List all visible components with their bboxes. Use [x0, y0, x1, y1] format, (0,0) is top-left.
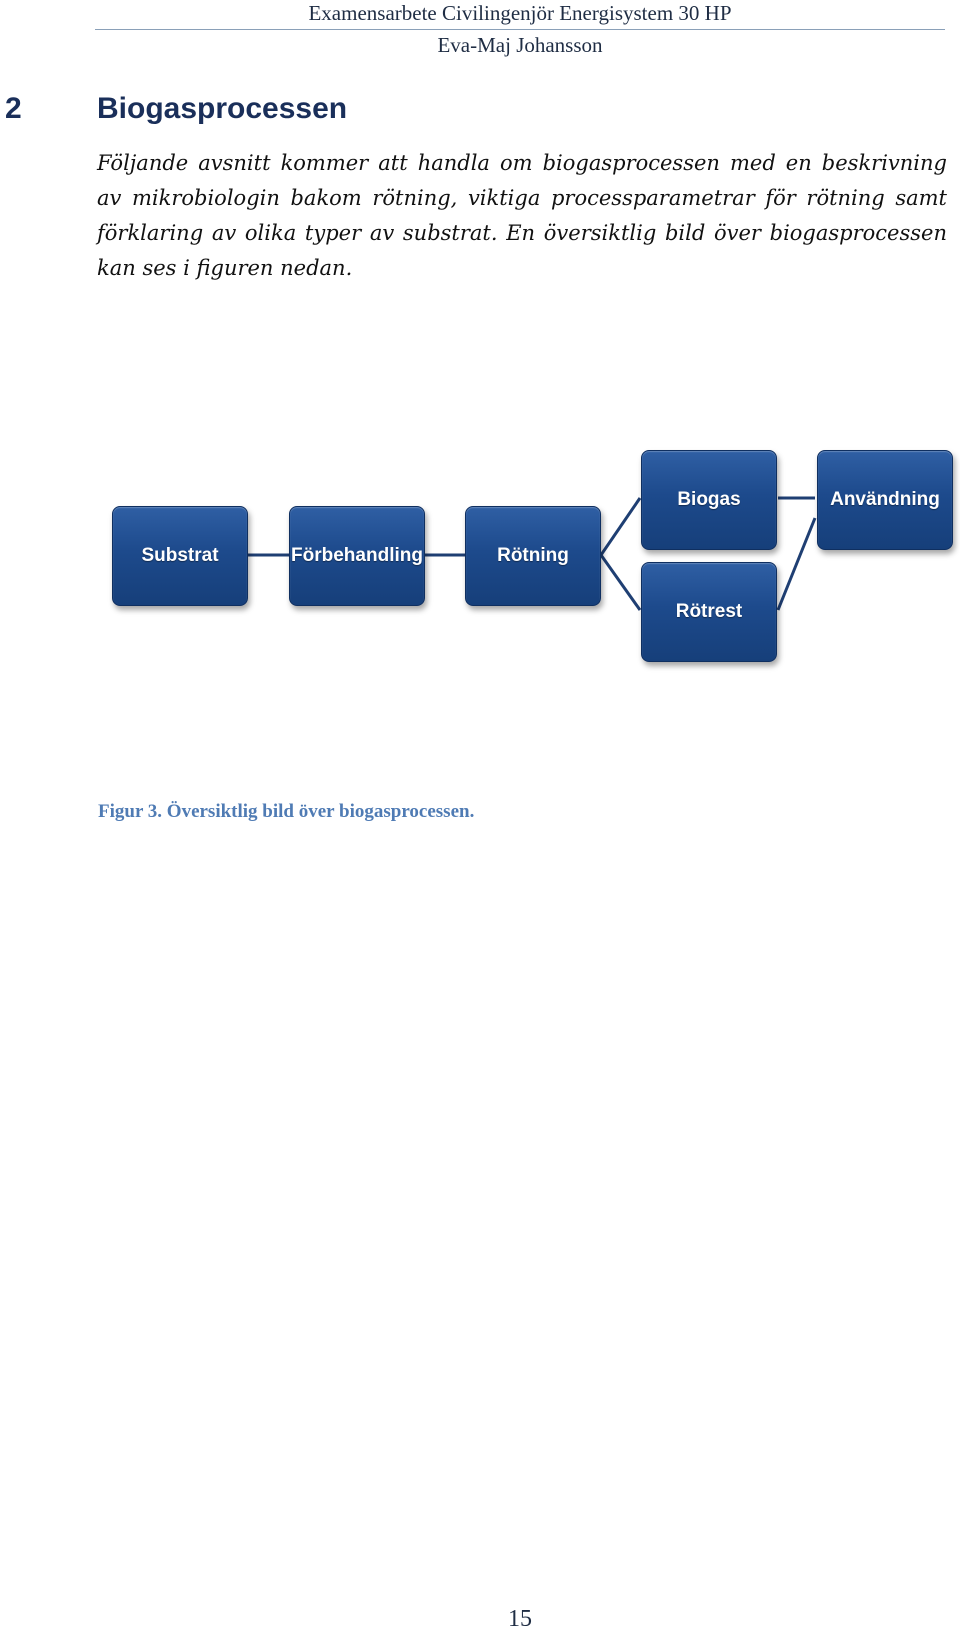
process-diagram: Substrat Förbehandling Rötning Biogas Rö…	[0, 430, 960, 680]
node-rotrest: Rötrest	[641, 562, 777, 662]
section-number: 2	[5, 92, 22, 125]
intro-paragraph: Följande avsnitt kommer att handla om bi…	[97, 151, 947, 280]
header-author: Eva-Maj Johansson	[437, 33, 603, 57]
node-rotning: Rötning	[465, 506, 601, 606]
node-forbehandling-label: Förbehandling	[291, 545, 423, 566]
connector-lines	[245, 496, 817, 611]
connector-rotning-rotrest	[599, 554, 642, 611]
section-title: Biogasprocessen	[97, 92, 348, 125]
node-substrat-label: Substrat	[141, 545, 219, 566]
node-rotrest-label: Rötrest	[675, 601, 743, 622]
node-biogas: Biogas	[641, 450, 777, 550]
header-title: Examensarbete Civilingenjör Energisystem…	[308, 1, 732, 25]
node-rotning-label: Rötning	[497, 545, 569, 566]
node-biogas-label: Biogas	[677, 489, 741, 510]
figure-caption: Figur 3. Översiktlig bild över biogaspro…	[98, 801, 475, 822]
node-anvandning: Användning	[817, 450, 953, 550]
node-anvandning-label: Användning	[830, 489, 940, 510]
node-substrat: Substrat	[112, 506, 248, 606]
header-rule	[95, 29, 945, 30]
connector-rotning-biogas	[599, 497, 642, 556]
node-forbehandling: Förbehandling	[289, 506, 425, 606]
page-number: 15	[508, 1606, 532, 1632]
connector-rotrest-anvandning	[776, 517, 817, 611]
